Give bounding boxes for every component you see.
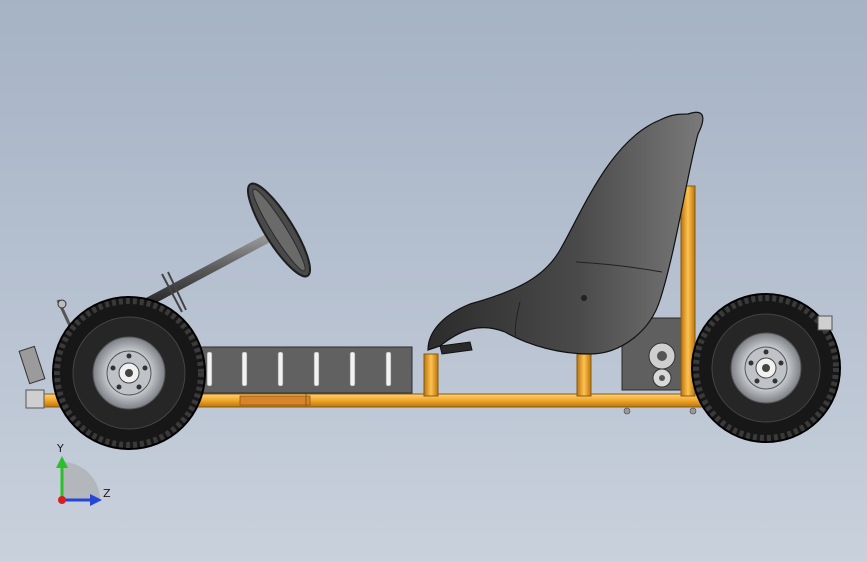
engine-mount[interactable] xyxy=(621,317,693,391)
seat[interactable] xyxy=(427,111,704,355)
steering-column[interactable] xyxy=(143,231,277,313)
axis-triad xyxy=(56,456,102,506)
z-axis-label: Z xyxy=(103,487,111,500)
origin-dot xyxy=(58,496,66,504)
rear-axle-bracket[interactable] xyxy=(817,315,833,331)
floor-panel[interactable] xyxy=(199,346,413,394)
front-wheel[interactable] xyxy=(52,296,206,450)
rear-wheel[interactable] xyxy=(691,293,841,443)
y-axis-label: Y xyxy=(57,442,64,455)
steering-wheel[interactable] xyxy=(239,177,320,283)
